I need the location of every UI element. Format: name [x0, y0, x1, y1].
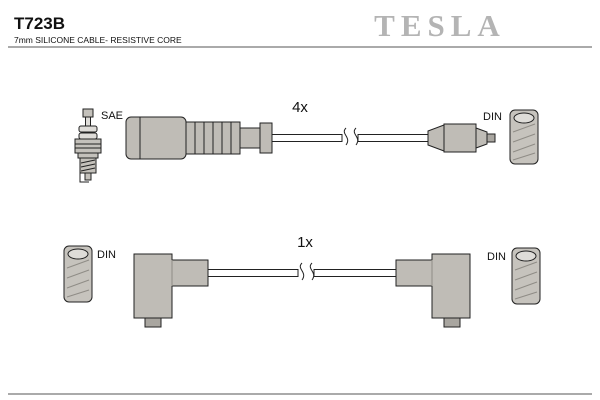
connector-terminal: [486, 133, 496, 143]
din-terminal-icon: [509, 109, 539, 165]
terminal-label-din-bottom-left: DIN: [97, 249, 116, 261]
cable-wire: [207, 269, 299, 277]
header: T723B 7mm SILICONE CABLE- RESISTIVE CORE…: [8, 8, 592, 395]
cable-boot: [125, 116, 187, 160]
straight-boot-cable: [125, 116, 496, 160]
quantity-label-top: 4x: [292, 99, 308, 116]
left-angled-boot: [133, 253, 209, 319]
cable-wire: [313, 269, 397, 277]
brand-logo: TESLA: [374, 8, 506, 43]
angled-boot-cable: [133, 253, 471, 328]
part-number: T723B: [14, 14, 65, 33]
break-mark-icon: [299, 262, 315, 281]
cable-assembly-1x: 1x DIN DIN: [63, 234, 541, 328]
cable-assembly-4x: 4x SAE: [74, 99, 539, 183]
boot-terminal: [144, 317, 162, 328]
cable-wire: [271, 134, 343, 142]
quantity-label-bottom: 1x: [297, 234, 313, 251]
boot-terminal: [443, 317, 461, 328]
din-terminal-icon: [63, 245, 93, 303]
spark-plug-icon: [74, 108, 102, 183]
terminal-label-sae: SAE: [101, 110, 123, 122]
terminal-label-din-bottom-right: DIN: [487, 251, 506, 263]
connector-body: [443, 123, 477, 153]
cable-wire: [357, 134, 429, 142]
din-terminal-icon: [511, 247, 541, 305]
product-description: 7mm SILICONE CABLE- RESISTIVE CORE: [14, 35, 182, 45]
terminal-label-din-top: DIN: [483, 111, 502, 123]
right-angled-boot: [395, 253, 471, 319]
break-mark-icon: [343, 127, 359, 146]
